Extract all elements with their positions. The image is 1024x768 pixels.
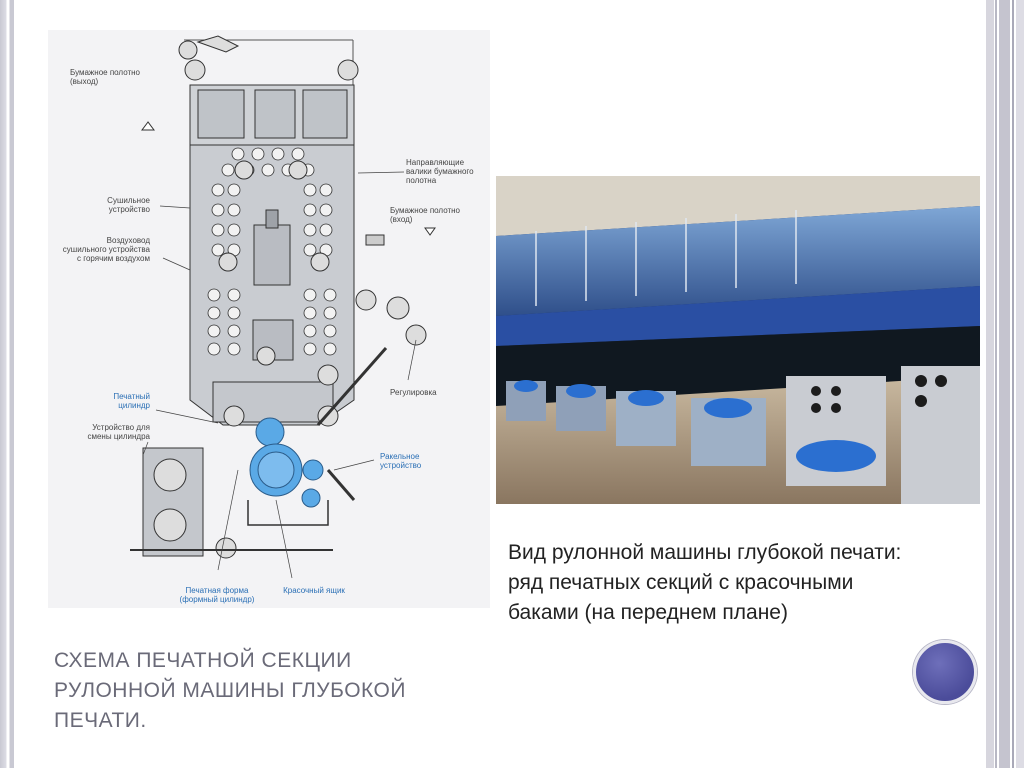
right-decorative-bands — [984, 0, 1024, 768]
label-air-duct: Воздуховод сушильного устройства с горяч… — [62, 236, 150, 263]
printing-section-schematic: Бумажное полотно (выход) Сушильное устро… — [48, 30, 490, 608]
printing-machine-photo — [496, 176, 980, 504]
photo-caption: Вид рулонной машины глубокой печати: ряд… — [508, 541, 902, 624]
nav-circle-button[interactable] — [913, 640, 977, 704]
label-cylinder-change: Устройство для смены цилиндра — [87, 423, 150, 441]
label-regulation: Регулировка — [390, 388, 437, 397]
label-print-cylinder: Печатный цилиндр — [113, 392, 150, 410]
schematic-drawing — [130, 35, 436, 579]
label-ink-box: Красочный ящик — [283, 586, 345, 595]
slide-title: СХЕМА ПЕЧАТНОЙ СЕКЦИИ РУЛОННОЙ МАШИНЫ ГЛ… — [54, 649, 406, 732]
photo-drawing — [496, 176, 980, 504]
left-decorative-band — [0, 0, 14, 768]
label-print-form: Печатная форма (формный цилиндр) — [179, 586, 255, 604]
label-dryer: Сушильное устройство — [107, 196, 150, 214]
label-doctor-blade: Ракельное устройство — [380, 452, 422, 470]
label-paper-in: Бумажное полотно (вход) — [390, 206, 460, 224]
label-paper-out: Бумажное полотно (выход) — [70, 68, 140, 86]
label-guide-rollers: Направляющие валики бумажного полотна — [406, 158, 474, 185]
